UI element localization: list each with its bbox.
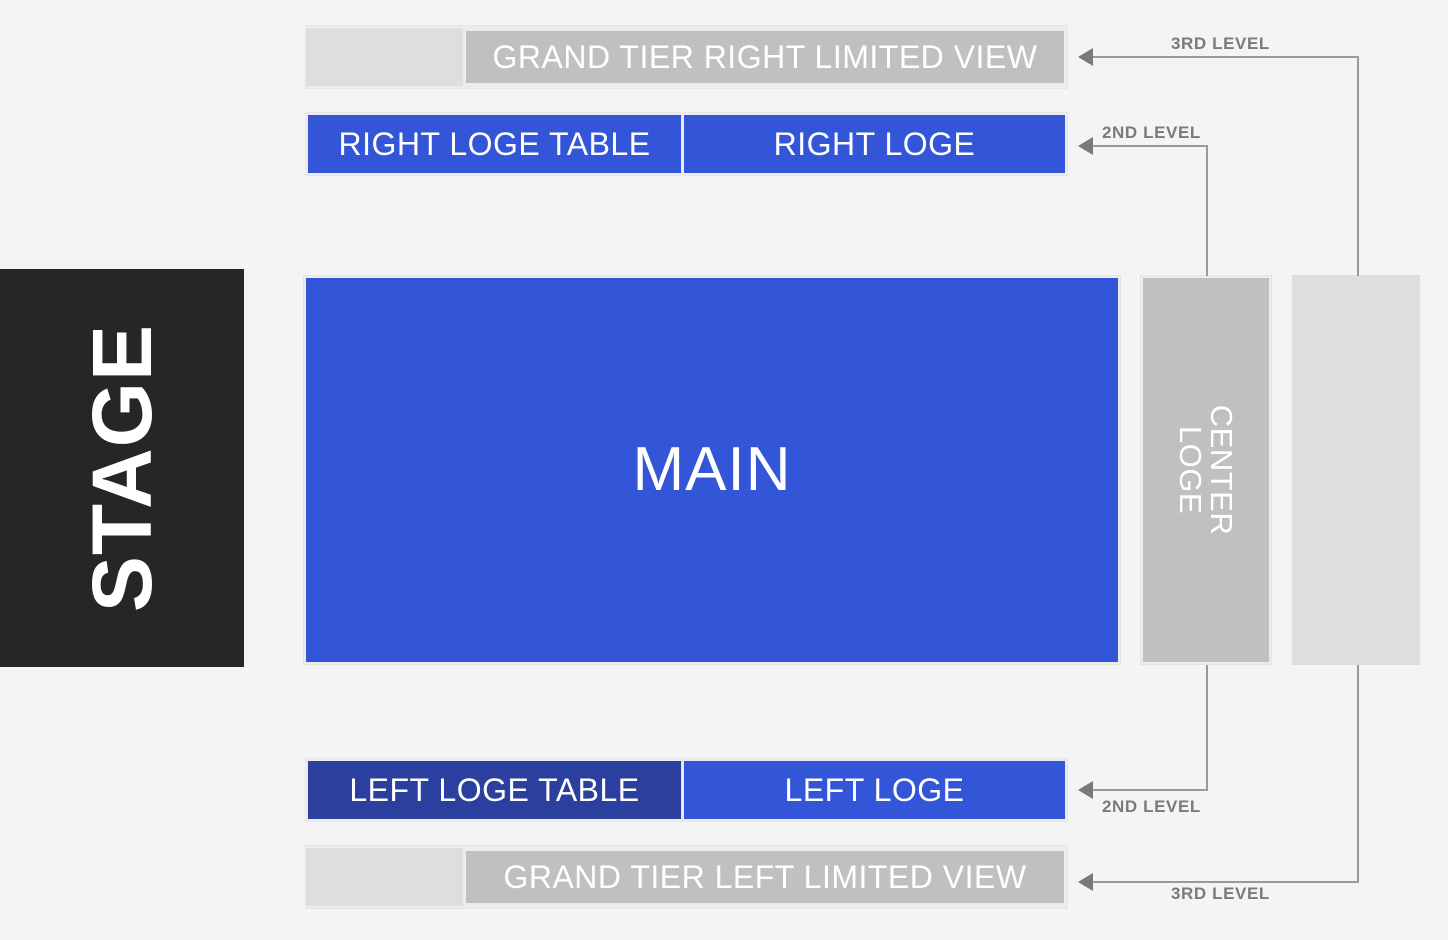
- section-left-loge-table[interactable]: LEFT LOGE TABLE: [308, 761, 684, 819]
- callout-3rd-top-vline: [1357, 56, 1359, 276]
- callout-2nd-top-arrowhead: [1078, 137, 1093, 155]
- grand-tier-right-filler: [306, 28, 463, 86]
- grand-tier-left-row: GRAND TIER LEFT LIMITED VIEW: [306, 848, 1067, 906]
- callout-3rd-top-hline: [1092, 56, 1359, 58]
- callout-2nd-bottom-label: 2ND LEVEL: [1102, 797, 1201, 816]
- grand-tier-left-filler: [306, 848, 463, 906]
- callout-3rd-bottom-label: 3RD LEVEL: [1171, 884, 1270, 903]
- section-main[interactable]: MAIN: [306, 278, 1118, 662]
- callout-2nd-bottom-hline: [1092, 789, 1208, 791]
- right-loge-row: RIGHT LOGE TABLE RIGHT LOGE: [308, 115, 1065, 173]
- callout-2nd-top-label: 2ND LEVEL: [1102, 123, 1201, 142]
- grand-tier-right-row: GRAND TIER RIGHT LIMITED VIEW: [306, 28, 1067, 86]
- callout-2nd-bottom-arrowhead: [1078, 781, 1093, 799]
- stage-label: STAGE: [74, 323, 169, 613]
- callout-3rd-top-arrowhead: [1078, 48, 1093, 66]
- section-left-loge[interactable]: LEFT LOGE: [684, 761, 1065, 819]
- callout-2nd-top-hline: [1092, 145, 1208, 147]
- stage-block: STAGE: [0, 269, 244, 667]
- callout-3rd-bottom-vline: [1357, 665, 1359, 883]
- section-center-loge[interactable]: CENTER LOGE: [1143, 278, 1269, 662]
- section-right-loge[interactable]: RIGHT LOGE: [684, 115, 1065, 173]
- left-loge-row: LEFT LOGE TABLE LEFT LOGE: [308, 761, 1065, 819]
- section-grand-tier-right-limited-view[interactable]: GRAND TIER RIGHT LIMITED VIEW: [463, 28, 1067, 86]
- section-right-strip[interactable]: [1292, 275, 1420, 665]
- section-grand-tier-left-limited-view[interactable]: GRAND TIER LEFT LIMITED VIEW: [463, 848, 1067, 906]
- callout-3rd-top-label: 3RD LEVEL: [1171, 34, 1270, 53]
- center-loge-label: CENTER LOGE: [1173, 404, 1240, 536]
- section-right-loge-table[interactable]: RIGHT LOGE TABLE: [308, 115, 684, 173]
- callout-3rd-bottom-arrowhead: [1078, 873, 1093, 891]
- callout-2nd-bottom-vline: [1206, 665, 1208, 791]
- callout-2nd-top-vline: [1206, 145, 1208, 276]
- callout-3rd-bottom-hline: [1092, 881, 1359, 883]
